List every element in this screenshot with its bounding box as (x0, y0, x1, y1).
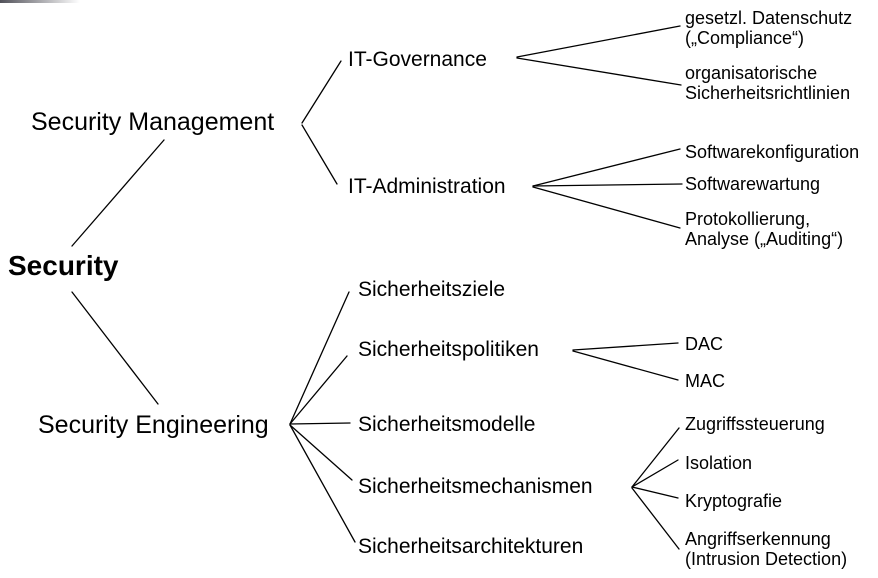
node-security-engineering: Security Engineering (38, 411, 269, 439)
node-sicherheitsziele: Sicherheitsziele (358, 278, 506, 301)
node-protokollierung-analyse: Protokollierung, Analyse („Auditing“) (685, 209, 844, 249)
node-angriffserkennung: Angriffserkennung (Intrusion Detection) (685, 529, 848, 569)
edge-governance-to-richtlinien (516, 57, 682, 86)
edge-engineering-to-ziele (289, 291, 350, 425)
node-sicherheitsmodelle: Sicherheitsmodelle (358, 413, 536, 436)
node-it-governance: IT-Governance (348, 48, 487, 71)
edge-engineering-to-modelle (289, 422, 351, 425)
edge-engineering-to-politiken (289, 355, 348, 425)
edge-administration-to-softwarekonfiguration (532, 148, 681, 187)
edge-security-to-engineering (71, 291, 159, 405)
edge-security-to-management (71, 139, 165, 247)
node-security: Security (8, 250, 119, 281)
edge-governance-to-datenschutz (516, 25, 681, 58)
node-mac: MAC (685, 371, 725, 391)
edge-management-to-administration (301, 124, 338, 185)
edge-mechanismen-to-zugriffssteuerung (631, 427, 680, 488)
node-dac: DAC (685, 334, 724, 354)
edge-management-to-governance (301, 60, 342, 124)
node-security-management: Security Management (31, 108, 275, 136)
node-gesetzl-datenschutz: gesetzl. Datenschutz („Compliance“) (685, 8, 853, 48)
node-softwarewartung: Softwarewartung (685, 174, 821, 194)
edge-politiken-to-dac (572, 342, 679, 351)
node-sicherheitspolitiken: Sicherheitspolitiken (358, 338, 539, 361)
node-isolation: Isolation (685, 453, 753, 473)
edge-politiken-to-mac (572, 350, 679, 381)
edge-engineering-to-architekturen (289, 424, 356, 543)
node-softwarekonfiguration: Softwarekonfiguration (685, 142, 860, 162)
edge-mechanismen-to-angriffserkennung (631, 487, 680, 550)
edge-mechanismen-to-isolation (631, 459, 679, 488)
edge-administration-to-softwarewartung (532, 183, 683, 187)
node-organisatorische-sicherheitsrichtlinien: organisatorische Sicherheitsrichtlinien (685, 63, 851, 103)
edge-administration-to-protokollierung (532, 186, 681, 229)
node-it-administration: IT-Administration (348, 175, 506, 198)
edge-engineering-to-mechanismen (289, 424, 353, 481)
edge-mechanismen-to-kryptografie (631, 486, 679, 499)
node-kryptografie: Kryptografie (685, 491, 783, 511)
node-sicherheitsarchitekturen: Sicherheitsarchitekturen (358, 535, 584, 558)
node-sicherheitsmechanismen: Sicherheitsmechanismen (358, 475, 593, 498)
node-zugriffssteuerung: Zugriffssteuerung (685, 414, 825, 434)
